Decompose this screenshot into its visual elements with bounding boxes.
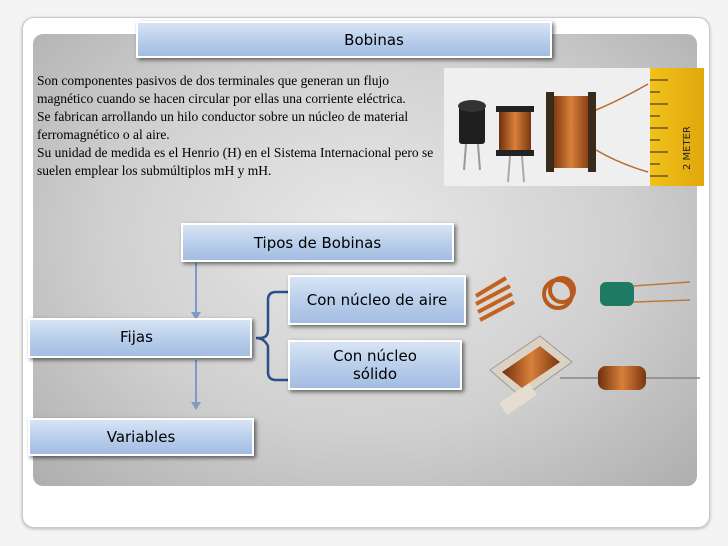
tipos-de-bobinas-box: Tipos de Bobinas — [181, 223, 454, 262]
arrow-head-variables — [191, 402, 201, 410]
nucleo-solido-box: Con núcleo sólido — [288, 340, 462, 390]
description-text: Son componentes pasivos de dos terminale… — [37, 72, 437, 180]
variables-label: Variables — [106, 428, 176, 446]
fijas-label: Fijas — [120, 328, 153, 346]
slide-title-bar: Bobinas — [136, 21, 552, 58]
arrow-head-fijas — [191, 312, 201, 320]
slide-title: Bobinas — [344, 30, 404, 49]
paragraph-fabrication: Se fabrican arrollando un hilo conductor… — [37, 109, 409, 142]
variables-box: Variables — [28, 418, 254, 456]
nucleo-aire-label: Con núcleo de aire — [306, 291, 448, 309]
nucleo-solido-label: Con núcleo sólido — [333, 347, 417, 383]
bracket-connector — [255, 290, 288, 382]
tipos-de-bobinas-label: Tipos de Bobinas — [253, 233, 382, 252]
paragraph-units: Su unidad de medida es el Henrio (H) en … — [37, 145, 434, 178]
nucleo-aire-box: Con núcleo de aire — [288, 275, 466, 325]
paragraph-definition: Son componentes pasivos de dos terminale… — [37, 73, 406, 106]
fijas-box: Fijas — [28, 318, 252, 358]
